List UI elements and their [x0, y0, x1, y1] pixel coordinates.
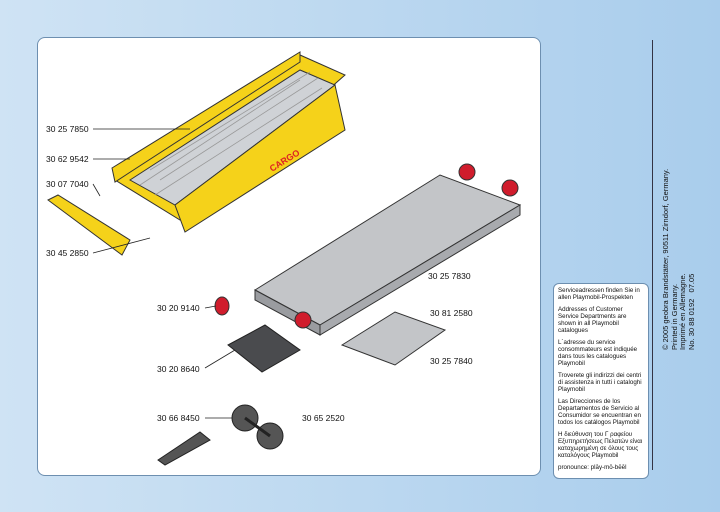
chassis	[254, 174, 522, 336]
wheelset	[231, 404, 284, 450]
buffer	[294, 311, 312, 329]
part-label: 30 20 9140	[157, 303, 200, 313]
part-label: 30 62 9542	[46, 154, 89, 164]
part-label: 30 25 7840	[430, 356, 473, 366]
part-label: 30 20 8640	[157, 364, 200, 374]
bogie-mount	[227, 324, 301, 373]
buffer	[458, 163, 476, 181]
coupler	[157, 431, 211, 466]
item-number: No. 30 88 0192	[686, 298, 696, 350]
info-en: Addresses of Customer Service Department…	[558, 306, 627, 334]
info-it: Troverete gli indirizzi dei centri di as…	[558, 372, 642, 393]
part-label: 30 25 7830	[428, 271, 471, 281]
cargo-bed	[111, 51, 346, 233]
info-es: Las Direcciones de los Departamentos de …	[558, 398, 641, 426]
number-line: No. 30 88 0192 07.05	[686, 140, 697, 350]
info-fr: L´adresse du service consommateurs est i…	[558, 339, 638, 367]
end-wall	[47, 194, 131, 256]
part-label: 30 45 2850	[46, 248, 89, 258]
part-label: 30 66 8450	[157, 413, 200, 423]
part-label: 30 25 7850	[46, 124, 89, 134]
date: 07.05	[686, 273, 696, 293]
weight-plate	[340, 311, 447, 366]
service-info-box: Serviceadressen finden Sie in allen Play…	[553, 283, 649, 479]
info-gr: Η διεύθυνση του Γ ραφείου Εξυπηρετήσεως …	[558, 431, 643, 459]
pronounce: pronounce: plāy-mō-bēēl	[558, 464, 627, 471]
info-de: Serviceadressen finden Sie in allen Play…	[558, 287, 640, 301]
part-label: 30 65 2520	[302, 413, 345, 423]
part-label: 30 07 7040	[46, 179, 89, 189]
divider	[652, 40, 653, 470]
buffer	[214, 296, 230, 316]
imprint: © 2005 geobra Brandstätter, 90511 Zirndo…	[661, 140, 697, 350]
buffer	[501, 179, 519, 197]
part-label: 30 81 2580	[430, 308, 473, 318]
